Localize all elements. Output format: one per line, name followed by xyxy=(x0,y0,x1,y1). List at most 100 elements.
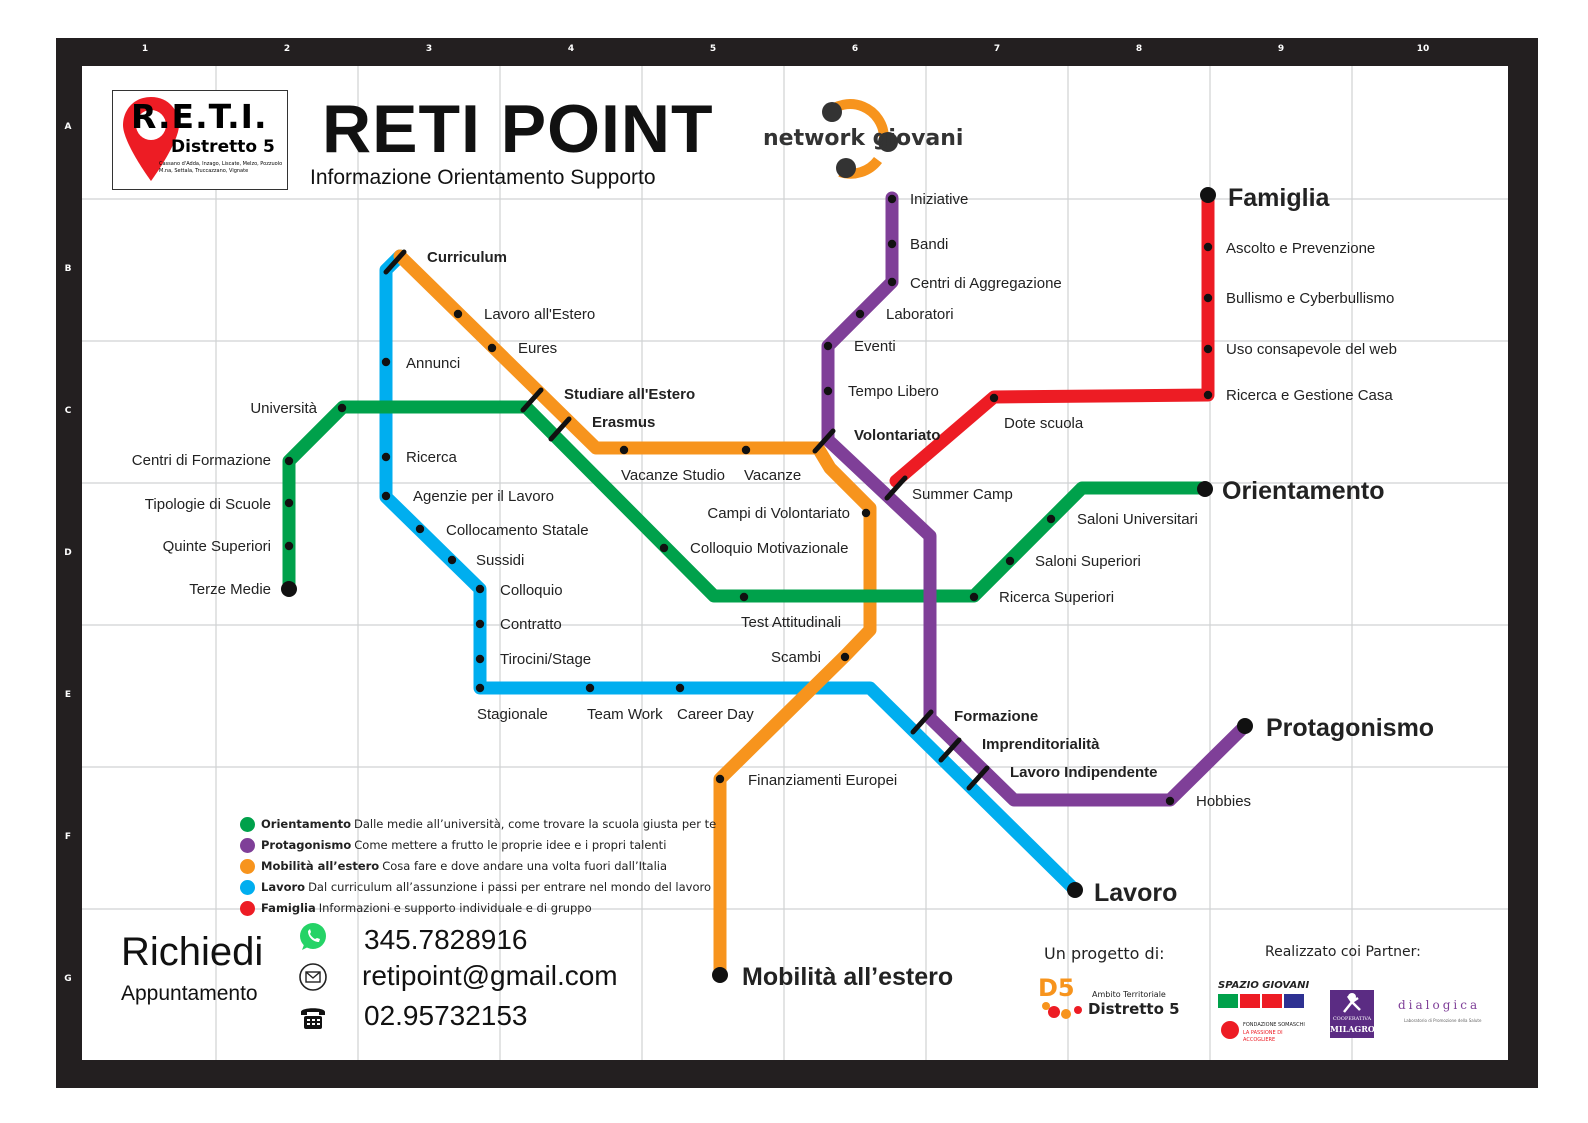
station-label-career-day: Career Day xyxy=(677,706,754,723)
row-label-left: A xyxy=(64,122,72,132)
station-label-sussidi: Sussidi xyxy=(476,552,524,569)
station-dot xyxy=(381,491,391,501)
station-dot xyxy=(475,584,485,594)
legend-desc: Dalle medie all’università, come trovare… xyxy=(354,817,717,831)
station-label-tirocini: Tirocini/Stage xyxy=(500,651,591,668)
network-giovani-logo-icon xyxy=(822,99,898,179)
logo-towns-text: Cassano d'Adda, Inzago, Liscate, Melzo, … xyxy=(159,161,283,174)
station-dot xyxy=(447,555,457,565)
dialogica-text: dialogica xyxy=(1398,998,1481,1012)
legend-name: Famiglia xyxy=(261,901,316,915)
row-label-left: G xyxy=(64,974,72,984)
project-label: Un progetto di: xyxy=(1044,944,1165,963)
station-dot xyxy=(381,452,391,462)
station-label-tempo-libero: Tempo Libero xyxy=(848,383,939,400)
station-dot xyxy=(1203,293,1213,303)
logo-district-text: Distretto 5 xyxy=(171,137,275,157)
legend-desc: Cosa fare e dove andare una volta fuori … xyxy=(382,859,668,873)
station-label-famiglia: Famiglia xyxy=(1228,184,1331,212)
contact-subtitle: Appuntamento xyxy=(121,982,258,1005)
column-label-top: 6 xyxy=(851,44,859,54)
station-label-laboratori: Laboratori xyxy=(886,306,954,323)
telephone-icon xyxy=(301,1008,325,1029)
station-dot xyxy=(284,498,294,508)
partners-label: Realizzato coi Partner: xyxy=(1265,944,1421,960)
station-label-ricerca: Ricerca xyxy=(406,449,458,466)
station-label-collocamento: Collocamento Statale xyxy=(446,522,589,539)
station-dot xyxy=(487,343,497,353)
legend-name: Orientamento xyxy=(261,817,352,831)
station-dot xyxy=(453,309,463,319)
station-dot xyxy=(823,386,833,396)
milagro-logo: COOPERATIVA MILAGRO xyxy=(1330,990,1375,1038)
column-label-top: 2 xyxy=(283,44,291,54)
column-label-top: 5 xyxy=(709,44,717,54)
station-label-protagonismo: Protagonismo xyxy=(1266,714,1434,742)
legend-swatch xyxy=(240,817,255,832)
station-label-contratto: Contratto xyxy=(500,616,562,633)
phone-landline[interactable]: 02.95732153 xyxy=(364,1000,528,1031)
interchange-marker xyxy=(520,387,544,413)
milagro-figure-icon xyxy=(1343,993,1361,1013)
legend-name: Mobilità all’estero xyxy=(261,859,380,873)
station-dot xyxy=(989,393,999,403)
station-dot xyxy=(840,652,850,662)
interchange-marker xyxy=(812,428,836,454)
page-subtitle: Informazione Orientamento Supporto xyxy=(310,166,656,189)
column-label-top: 8 xyxy=(1135,44,1143,54)
interchange-marker xyxy=(910,709,934,735)
station-dot xyxy=(475,619,485,629)
station-label-volontariato: Volontariato xyxy=(854,427,940,444)
station-label-team-work: Team Work xyxy=(587,706,663,723)
station-label-test-attitudinali: Test Attitudinali xyxy=(741,614,841,631)
whatsapp-icon xyxy=(300,923,326,950)
station-dot xyxy=(659,543,669,553)
line-orientamento xyxy=(282,400,1212,603)
station-label-uso-web: Uso consapevole del web xyxy=(1226,341,1397,358)
station-label-hobbies: Hobbies xyxy=(1196,793,1251,810)
station-dot xyxy=(1203,242,1213,252)
legend-desc: Dal curriculum all’assunzione i passi pe… xyxy=(308,880,712,894)
station-dot xyxy=(337,403,347,413)
terminal-dot xyxy=(1067,882,1083,898)
terminal-dot xyxy=(1197,481,1213,497)
station-dot xyxy=(741,445,751,455)
d5-main-text: Distretto 5 xyxy=(1088,1000,1180,1018)
station-dot xyxy=(969,592,979,602)
station-label-finanziamenti: Finanziamenti Europei xyxy=(748,772,897,789)
legend-swatch xyxy=(240,901,255,916)
station-label-colloquio-motivazionale: Colloquio Motivazionale xyxy=(690,540,848,557)
contact-title: Richiedi xyxy=(121,930,264,974)
station-label-iniziative: Iniziative xyxy=(910,191,968,208)
phone-mobile[interactable]: 345.7828916 xyxy=(364,924,528,955)
network-giovani-text: network giovani xyxy=(763,126,964,151)
legend-name: Protagonismo xyxy=(261,838,352,852)
station-dot xyxy=(1203,390,1213,400)
dialogica-sub-text: Laboratorio di Promozione della Salute xyxy=(1404,1018,1482,1023)
email-address[interactable]: retipoint@gmail.com xyxy=(362,960,618,991)
station-label-stagionale: Stagionale xyxy=(477,706,548,723)
station-dot xyxy=(1165,796,1175,806)
legend-swatch xyxy=(240,859,255,874)
station-label-lavoro-estero: Lavoro all'Estero xyxy=(484,306,595,323)
legend-desc: Informazioni e supporto individuale e di… xyxy=(318,901,592,915)
row-label-left: F xyxy=(64,832,72,842)
interchange-marker xyxy=(938,737,962,763)
station-dot xyxy=(619,445,629,455)
line-mobilita xyxy=(393,249,877,982)
column-label-top: 4 xyxy=(567,44,575,54)
interchange-marker xyxy=(884,475,908,501)
interchange-marker xyxy=(548,416,572,442)
station-dot xyxy=(284,541,294,551)
station-dot xyxy=(715,774,725,784)
station-label-scambi: Scambi xyxy=(771,649,821,666)
station-label-centri-aggregazione: Centri di Aggregazione xyxy=(910,275,1062,292)
legend-desc: Come mettere a frutto le proprie idee e … xyxy=(354,838,667,852)
station-dot xyxy=(475,654,485,664)
station-label-ricerca-casa: Ricerca e Gestione Casa xyxy=(1226,387,1393,404)
station-label-quinte-superiori: Quinte Superiori xyxy=(163,538,271,555)
